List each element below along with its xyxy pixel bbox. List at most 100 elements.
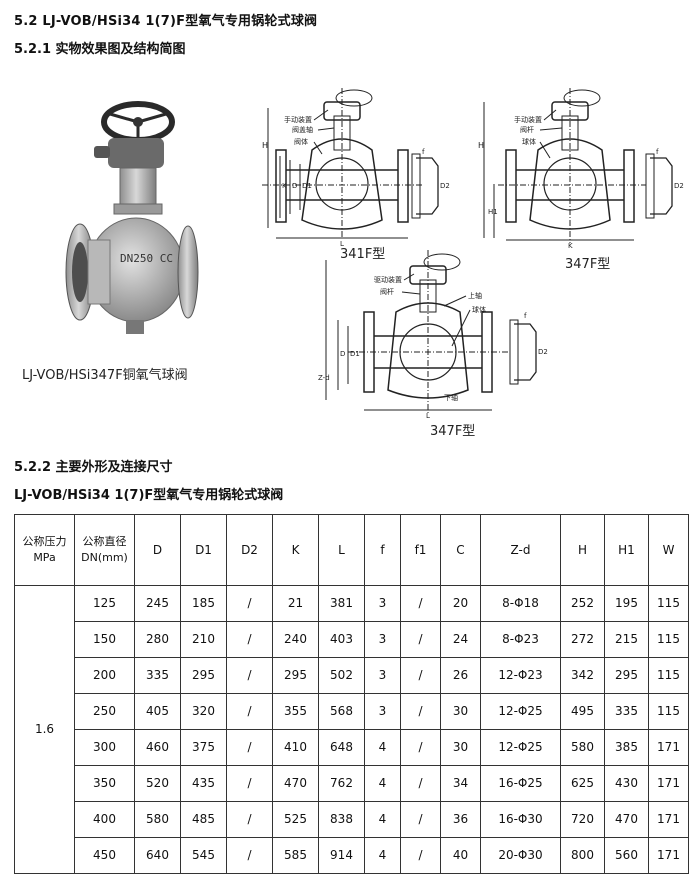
dim-label: D2 (538, 348, 548, 356)
diameter-cell: 125 (74, 585, 135, 622)
table-cell: 625 (560, 765, 605, 802)
dim-label: D2 (440, 182, 450, 190)
diagram-347f-bottom-label: 347F型 (430, 424, 476, 439)
table-cell: 295 (180, 657, 227, 694)
table-cell: / (226, 729, 273, 766)
header-col: Z-d (480, 514, 561, 586)
table-cell: 171 (648, 837, 689, 874)
table-cell: 405 (134, 693, 181, 730)
table-cell: 640 (134, 837, 181, 874)
table-cell: 520 (134, 765, 181, 802)
table-cell: 8-Φ23 (480, 621, 561, 658)
table-cell: 430 (604, 765, 649, 802)
dim-label: L (340, 240, 344, 248)
dim-label: f (656, 148, 659, 156)
table-cell: 3 (364, 621, 401, 658)
dim-label: D2 (674, 182, 684, 190)
diagram-341f: H K D D1 手动装置 阀盖轴 阀体 L D2 f (262, 88, 450, 248)
table-cell: 4 (364, 801, 401, 838)
table-cell: 295 (272, 657, 319, 694)
dim-label: H (262, 141, 268, 150)
callout-label: 驱动装置 (374, 275, 402, 284)
table-cell: 485 (180, 801, 227, 838)
pressure-cell: 1.6 (14, 585, 75, 874)
table-cell: / (226, 837, 273, 874)
table-cell: 525 (272, 801, 319, 838)
callout-label: 上轴 (468, 291, 482, 300)
dim-label: f (524, 312, 527, 320)
table-cell: 252 (560, 585, 605, 622)
header-pressure: 公称压力 MPa (14, 514, 75, 586)
table-title: LJ-VOB/HSi34 1(7)F型氧气专用锅轮式球阀 (14, 488, 284, 503)
diagram-347f-top: H H1 手动装置 阀杆 球体 K f D2 (478, 88, 684, 248)
table-cell: 20-Φ30 (480, 837, 561, 874)
callout-label: 手动装置 (514, 115, 542, 124)
table-cell: 171 (648, 765, 689, 802)
table-cell: 4 (364, 729, 401, 766)
diameter-cell: 450 (74, 837, 135, 874)
table-cell: 800 (560, 837, 605, 874)
dim-label: K (282, 182, 287, 190)
header-col: H1 (604, 514, 649, 586)
table-cell: 580 (134, 801, 181, 838)
photo-caption: LJ-VOB/HSi347F铜氧气球阀 (22, 368, 188, 383)
header-col: D (134, 514, 181, 586)
table-cell: 12-Φ23 (480, 657, 561, 694)
table-cell: 36 (440, 801, 481, 838)
table-cell: 8-Φ18 (480, 585, 561, 622)
table-cell: 115 (648, 693, 689, 730)
subsection-title-drawings: 5.2.1 实物效果图及结构简图 (14, 42, 186, 57)
header-diameter: 公称直径 DN(mm) (74, 514, 135, 586)
table-cell: 381 (318, 585, 365, 622)
table-cell: 26 (440, 657, 481, 694)
table-cell: / (400, 801, 441, 838)
table-cell: / (226, 765, 273, 802)
table-cell: 495 (560, 693, 605, 730)
header-col: L (318, 514, 365, 586)
dim-label: H (478, 141, 484, 150)
header-col: W (648, 514, 689, 586)
table-cell: 460 (134, 729, 181, 766)
table-cell: 240 (272, 621, 319, 658)
table-cell: / (400, 837, 441, 874)
table-cell: 648 (318, 729, 365, 766)
dim-label: L (426, 412, 430, 420)
table-cell: 4 (364, 837, 401, 874)
table-cell: 171 (648, 801, 689, 838)
table-cell: 720 (560, 801, 605, 838)
table-cell: 403 (318, 621, 365, 658)
table-cell: 115 (648, 657, 689, 694)
table-cell: 3 (364, 657, 401, 694)
table-cell: 16-Φ30 (480, 801, 561, 838)
dim-label: f (422, 148, 425, 156)
table-cell: 375 (180, 729, 227, 766)
table-cell: / (400, 621, 441, 658)
callout-label: 阀杆 (380, 287, 394, 296)
table-cell: 545 (180, 837, 227, 874)
table-cell: 3 (364, 693, 401, 730)
diameter-cell: 250 (74, 693, 135, 730)
table-cell: 335 (134, 657, 181, 694)
table-cell: 560 (604, 837, 649, 874)
dim-label: Z-d (318, 374, 330, 382)
table-cell: / (400, 693, 441, 730)
dim-label: K (568, 242, 573, 248)
table-cell: 838 (318, 801, 365, 838)
diameter-cell: 150 (74, 621, 135, 658)
table-cell: 4 (364, 765, 401, 802)
header-col: D2 (226, 514, 273, 586)
table-cell: 580 (560, 729, 605, 766)
table-cell: 12-Φ25 (480, 729, 561, 766)
table-cell: / (400, 585, 441, 622)
table-cell: / (226, 657, 273, 694)
table-cell: / (400, 657, 441, 694)
callout-label: 阀体 (294, 137, 308, 146)
dim-label: D (340, 350, 345, 358)
body-marking-text: DN250 CC (120, 252, 173, 265)
table-cell: 585 (272, 837, 319, 874)
table-cell: / (226, 801, 273, 838)
header-col: D1 (180, 514, 227, 586)
